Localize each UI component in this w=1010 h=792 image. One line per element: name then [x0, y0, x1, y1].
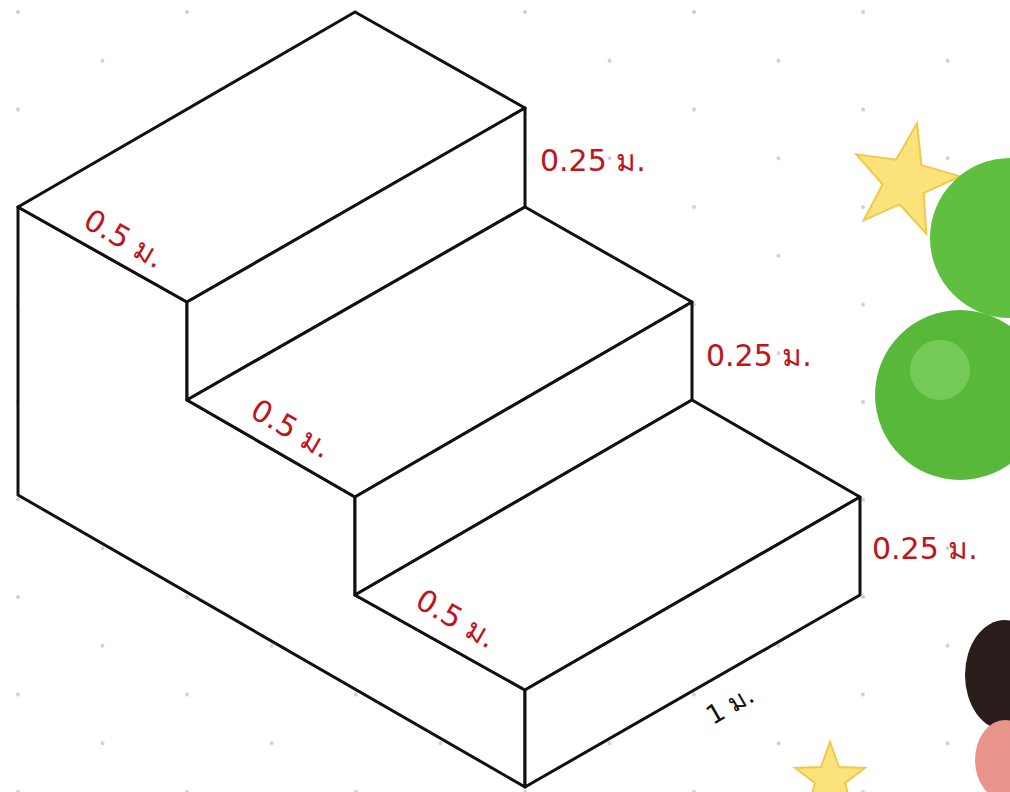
highlight: [910, 340, 970, 400]
decorations: [795, 112, 1010, 792]
green-ball: [875, 310, 1010, 480]
staircase: [18, 12, 860, 787]
hair: [965, 620, 1010, 730]
face: [975, 720, 1010, 792]
dimension-label: 0.25 ม.: [872, 532, 978, 565]
dimension-label: 0.25 ม.: [706, 339, 812, 372]
star: [795, 742, 865, 792]
dimension-label: 0.25 ม.: [540, 144, 646, 177]
riser: [525, 497, 860, 787]
green-ball: [930, 158, 1010, 318]
